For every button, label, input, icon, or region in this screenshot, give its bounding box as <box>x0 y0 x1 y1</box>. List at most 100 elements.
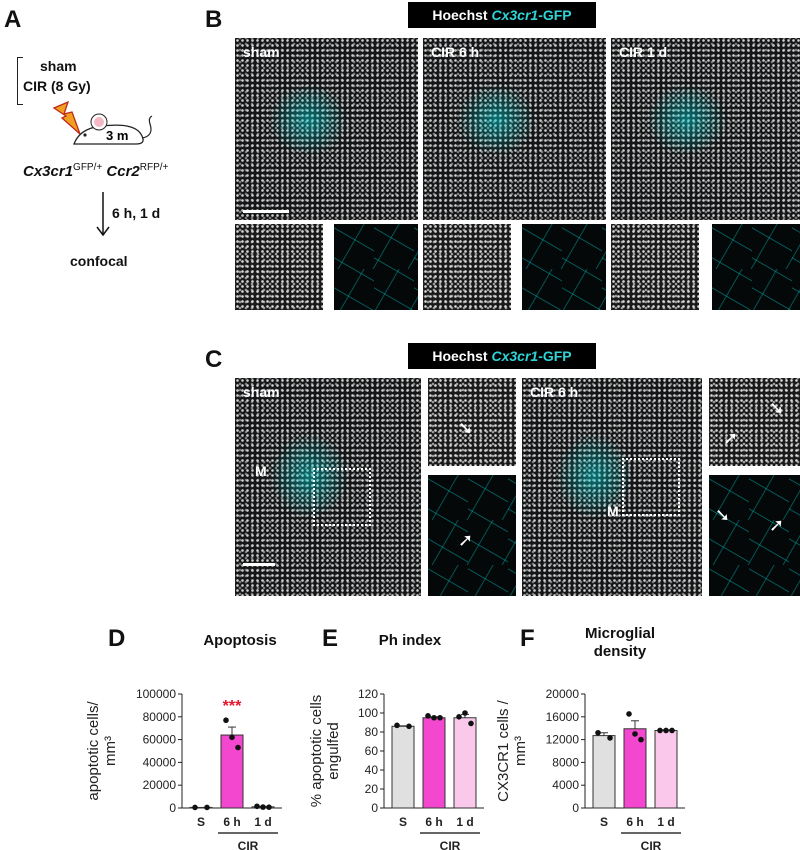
arrow-icon: ➚ <box>458 530 474 550</box>
x-tick-label: 1 d <box>657 815 674 829</box>
inset-c-6h-gfp: ➘➚ <box>709 475 800 596</box>
bar-6h <box>623 728 647 809</box>
arrow-icon: ➘ <box>715 505 731 525</box>
micrograph-b-1d-hoechst <box>611 224 699 310</box>
panel-label-f: F <box>520 625 535 652</box>
y-axis-label: % apoptotic cells <box>308 695 325 808</box>
y-tick-label: 0 <box>572 801 579 815</box>
y-axis-label: apoptotic cells/ <box>85 701 102 801</box>
gfp-label: Cx3cr1 <box>491 348 539 364</box>
genotype-gene2: Ccr2 <box>106 163 140 180</box>
y-axis-label: mm³ <box>102 736 119 766</box>
data-point <box>657 727 663 734</box>
y-axis-label: CX3CR1 cells / <box>495 699 512 802</box>
micrograph-b-sham: sham <box>235 38 418 220</box>
y-tick-label: 12000 <box>546 733 580 747</box>
bar-S <box>189 806 213 809</box>
micrograph-c-sham: sham M <box>235 378 421 596</box>
data-point <box>595 729 601 736</box>
x-tick-label: 6 h <box>425 815 442 829</box>
genotype-label: Cx3cr1GFP/+ Ccr2RFP/+ <box>23 162 168 180</box>
panel-label-b: B <box>205 6 223 33</box>
y-tick-label: 40 <box>365 763 379 777</box>
inset-c-sham-hoechst: ➘ <box>428 378 516 466</box>
micrograph-c-cir-6h: CIR 6 h M <box>522 378 702 596</box>
y-tick-label: 100000 <box>136 687 176 701</box>
micrograph-b-sham-gfp <box>334 224 418 310</box>
micrograph-b-6h-hoechst <box>423 224 511 310</box>
y-axis-label: engulfed <box>325 722 342 780</box>
chart-title-ph-index: Ph index <box>378 632 442 649</box>
image-label: sham <box>243 44 280 60</box>
mouse-age: 3 m <box>106 128 128 143</box>
data-point <box>663 727 669 734</box>
data-point <box>607 735 613 741</box>
micrograph-b-cir-1d: CIR 1 d <box>611 38 800 220</box>
micrograph-b-6h-gfp <box>522 224 606 310</box>
data-point <box>638 736 644 743</box>
bar-S <box>592 735 616 809</box>
x-tick-label: 1 d <box>254 815 271 829</box>
y-axis-label: mm³ <box>512 736 529 766</box>
stain-header-b: Hoechst Cx3cr1-GFP <box>408 2 596 28</box>
y-tick-label: 20 <box>365 782 379 796</box>
data-point <box>468 720 474 727</box>
gfp-suffix: -GFP <box>538 348 572 364</box>
data-point <box>431 714 437 721</box>
image-label: sham <box>243 384 280 400</box>
y-tick-label: 40000 <box>143 755 177 769</box>
y-tick-label: 8000 <box>552 755 579 769</box>
data-point <box>229 734 235 741</box>
data-point <box>437 714 443 721</box>
arrow-icon: ➘ <box>458 418 474 438</box>
condition-cir: CIR (8 Gy) <box>23 78 91 94</box>
arrow-icon: ➚ <box>723 428 739 448</box>
x-tick-label: S <box>600 815 608 829</box>
image-label: CIR 6 h <box>530 384 579 400</box>
image-label: CIR 6 h <box>431 44 480 60</box>
panel-label-c: C <box>205 346 223 373</box>
group-label: CIR <box>238 839 259 850</box>
gfp-label: Cx3cr1 <box>491 7 539 23</box>
x-tick-label: 1 d <box>456 815 473 829</box>
data-point <box>260 804 266 810</box>
arrow-icon: ➘ <box>769 398 785 418</box>
microglia-marker: M <box>607 503 619 519</box>
bar-6h <box>422 717 446 809</box>
bar-1d <box>453 717 477 809</box>
micrograph-b-cir-6h: CIR 6 h <box>423 38 606 220</box>
genotype-sup2: RFP/+ <box>139 162 169 173</box>
significance-marker: *** <box>223 698 242 715</box>
y-tick-label: 4000 <box>552 778 579 792</box>
x-tick-label: 6 h <box>223 815 240 829</box>
condition-bracket <box>17 57 23 105</box>
panel-label-a: A <box>4 6 22 33</box>
data-point <box>669 727 675 734</box>
data-point <box>235 744 241 751</box>
method-label: confocal <box>70 253 128 269</box>
data-point <box>626 711 632 717</box>
bar-1d <box>654 729 678 809</box>
data-point <box>223 717 229 724</box>
data-point <box>406 723 412 730</box>
condition-sham: sham <box>40 58 77 74</box>
y-tick-label: 80000 <box>143 710 177 724</box>
arrow-down-icon <box>96 192 110 237</box>
gfp-suffix: -GFP <box>538 7 572 23</box>
bar-S <box>391 725 415 809</box>
y-tick-label: 100 <box>358 706 378 720</box>
y-tick-label: 0 <box>169 801 176 815</box>
inset-c-6h-hoechst: ➘➚ <box>709 378 800 466</box>
y-tick-label: 60000 <box>143 733 177 747</box>
data-point <box>266 804 272 811</box>
y-tick-label: 16000 <box>546 710 580 724</box>
stain-header-c: Hoechst Cx3cr1-GFP <box>408 343 596 369</box>
data-point <box>204 804 210 811</box>
y-tick-label: 80 <box>365 725 379 739</box>
panel-label-d: D <box>108 625 126 652</box>
